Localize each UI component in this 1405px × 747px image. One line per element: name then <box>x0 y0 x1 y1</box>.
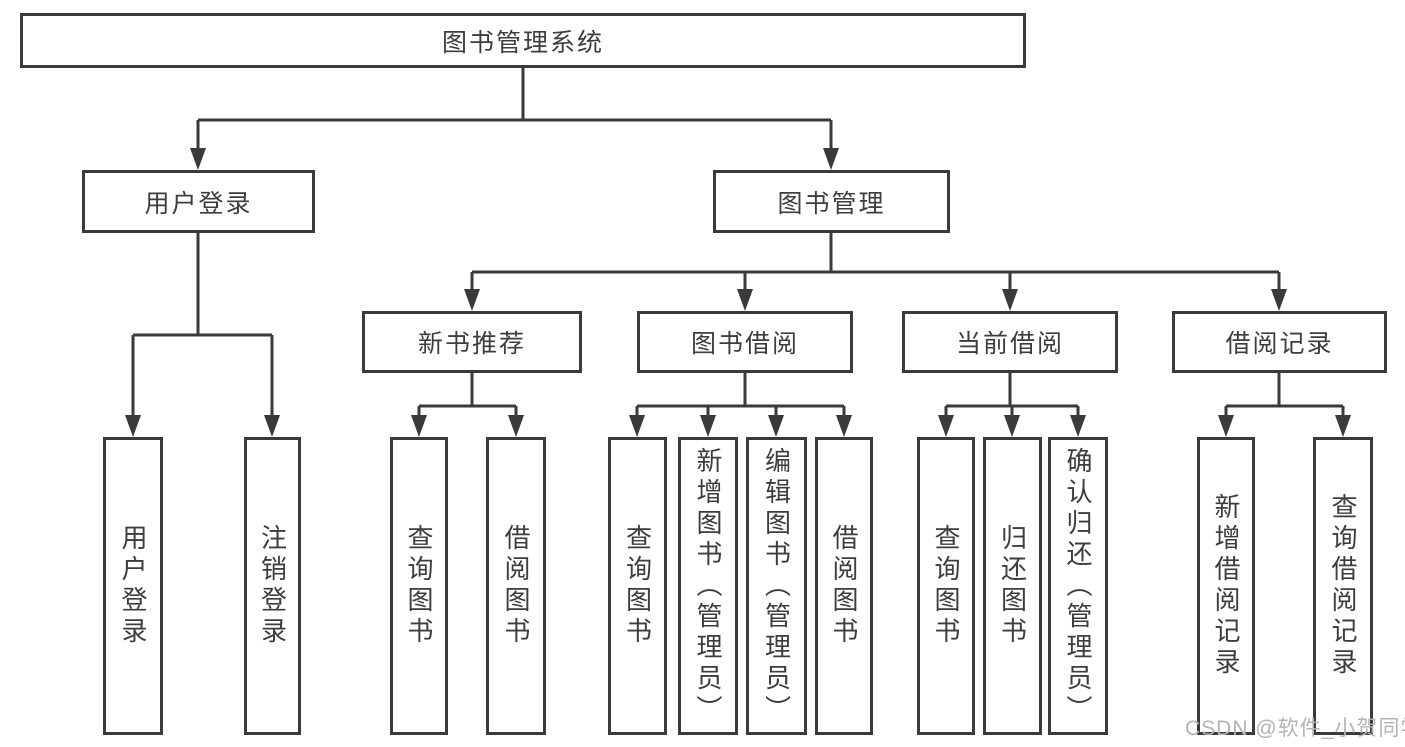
arrowhead <box>1070 415 1086 437</box>
connector-root-to-level2 <box>196 68 833 154</box>
leaf-user-login: 用户登录 <box>103 437 163 735</box>
leaf-query-books-1: 查询图书 <box>390 437 448 735</box>
leaf-label: 查询借阅记录 <box>1328 493 1358 679</box>
leaf-label: 新增图书（管理员） <box>693 446 723 726</box>
leaf-label: 借阅图书 <box>501 524 531 648</box>
arrowhead <box>508 415 524 437</box>
leaf-query-books-2: 查询图书 <box>608 437 667 735</box>
leaf-add-borrow-record: 新增借阅记录 <box>1197 437 1255 735</box>
connector-currentborrow-to-leaves <box>944 373 1080 421</box>
connector-bookmgmt-to-level3 <box>470 233 1281 295</box>
arrowhead <box>1218 415 1234 437</box>
leaf-label: 查询图书 <box>931 524 961 648</box>
arrowhead <box>411 415 427 437</box>
leaf-add-books-admin: 新增图书（管理员） <box>678 437 738 735</box>
leaf-label: 查询图书 <box>622 524 653 648</box>
leaf-label: 编辑图书（管理员） <box>761 446 792 726</box>
leaf-confirm-return-admin: 确认归还（管理员） <box>1048 437 1108 735</box>
node-library-management-system: 图书管理系统 <box>20 13 1026 68</box>
node-borrowing-records: 借阅记录 <box>1172 311 1387 373</box>
leaf-borrow-books-1: 借阅图书 <box>486 437 546 735</box>
arrowhead <box>190 148 206 170</box>
arrowhead <box>1002 289 1018 311</box>
arrowhead <box>823 148 839 170</box>
connector-borrowrecords-to-leaves <box>1224 373 1345 421</box>
leaf-label: 归还图书 <box>997 524 1028 648</box>
arrowhead <box>1004 415 1020 437</box>
leaf-label: 确认归还（管理员） <box>1063 446 1093 726</box>
arrowhead <box>1271 289 1287 311</box>
arrowhead <box>125 415 141 437</box>
arrowhead <box>629 415 645 437</box>
arrowhead <box>737 289 753 311</box>
node-current-borrowing: 当前借阅 <box>902 311 1118 373</box>
leaf-query-books-3: 查询图书 <box>917 437 975 735</box>
node-new-book-recommend: 新书推荐 <box>362 311 582 373</box>
connector-bookborrow-to-leaves <box>635 373 846 421</box>
leaf-label: 查询图书 <box>404 524 434 648</box>
connector-userlogin-to-leaves <box>131 233 274 421</box>
arrowhead <box>700 415 716 437</box>
leaf-borrow-books-2: 借阅图书 <box>815 437 873 735</box>
leaf-query-borrow-record: 查询借阅记录 <box>1313 437 1373 735</box>
leaf-label: 新增借阅记录 <box>1211 493 1241 679</box>
arrowhead <box>264 415 280 437</box>
leaf-edit-books-admin: 编辑图书（管理员） <box>746 437 807 735</box>
arrowhead <box>768 415 784 437</box>
arrowhead <box>836 415 852 437</box>
leaf-label: 用户登录 <box>118 524 148 648</box>
csdn-watermark: CSDN @软件_小贺同学 <box>1185 717 1405 740</box>
arrowhead <box>1335 415 1351 437</box>
leaf-logout: 注销登录 <box>244 437 301 735</box>
arrowhead <box>938 415 954 437</box>
leaf-label: 借阅图书 <box>829 524 859 648</box>
leaf-label: 注销登录 <box>257 524 288 648</box>
arrowhead <box>464 289 480 311</box>
connector-newbooks-to-leaves <box>417 373 518 421</box>
node-user-login: 用户登录 <box>82 170 315 233</box>
node-book-borrowing: 图书借阅 <box>637 311 853 373</box>
leaf-return-books: 归还图书 <box>983 437 1042 735</box>
node-book-management: 图书管理 <box>713 170 950 233</box>
